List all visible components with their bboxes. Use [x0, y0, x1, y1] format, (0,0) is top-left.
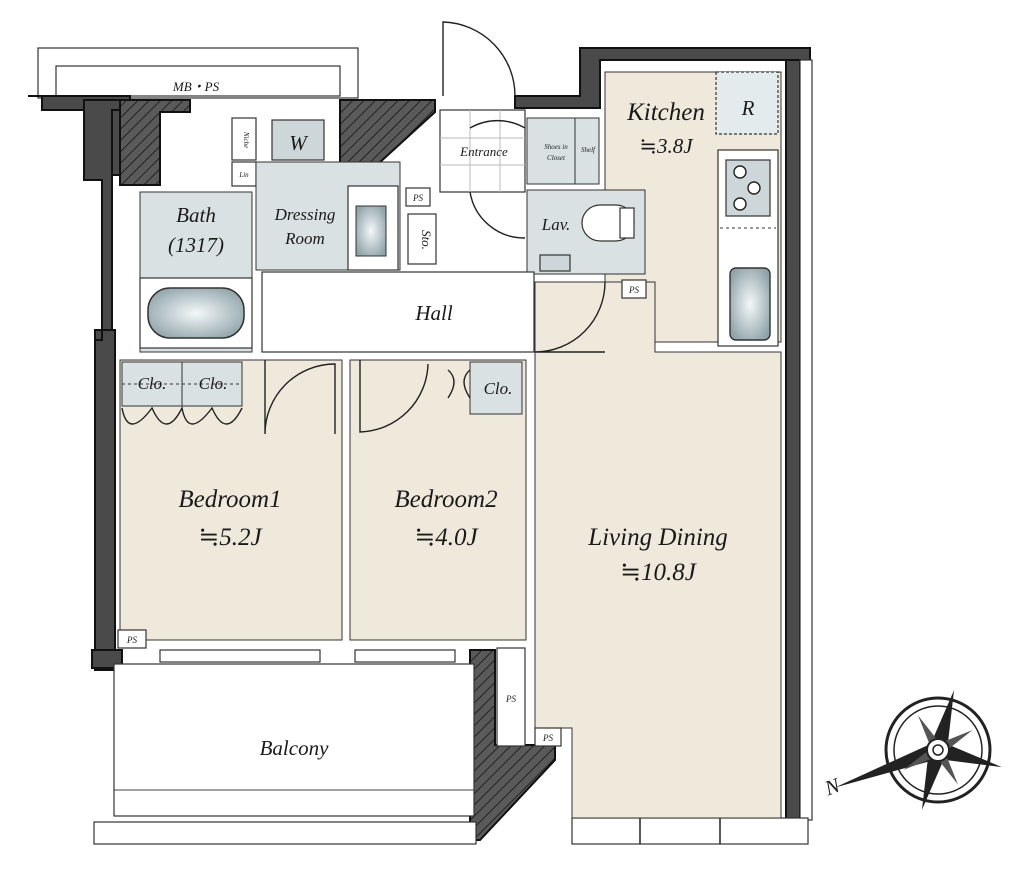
living-dining-label: Living Dining: [587, 524, 728, 551]
hall-label: Hall: [414, 301, 453, 325]
closet-folding-doors: [121, 405, 243, 425]
washer-label: W: [289, 131, 309, 155]
washer: [271, 119, 325, 161]
bedroom1-door[interactable]: [264, 360, 336, 435]
shoes-closet: [526, 117, 600, 185]
hall-floor: [261, 271, 535, 353]
closet-label-2: Clo.: [484, 379, 513, 398]
ps-label-ld: PS: [628, 285, 639, 295]
bedroom1-label: Bedroom1: [178, 486, 281, 513]
kitchen-label: Kitchen: [626, 99, 705, 126]
burner-icon: [733, 165, 761, 211]
bedroom2-area: ≒4.0J: [414, 524, 479, 551]
mb-ps-label: MB・PS: [172, 79, 220, 94]
storage-label: Sto.: [419, 230, 434, 250]
niche-label: Niche: [242, 131, 250, 148]
lavatory-label: Lav.: [541, 215, 571, 234]
ps-label-bedroom1: PS: [126, 635, 137, 645]
bedroom1-area: ≒5.2J: [198, 524, 263, 551]
living-door: [534, 281, 606, 353]
bedroom2-label: Bedroom2: [394, 486, 497, 513]
ps-label-hall: PS: [412, 193, 423, 203]
ps-label-balcony: PS: [505, 694, 516, 704]
shelf-label: Shelf: [581, 146, 596, 154]
linen-closet: [231, 161, 257, 187]
niche: [231, 117, 257, 161]
bedroom1-floor: [119, 359, 343, 641]
balcony-label: Balcony: [260, 736, 329, 760]
shoes-closet-label-1: Shoes in: [544, 143, 568, 151]
compass-rose-icon: [834, 690, 1002, 810]
dressing-room-label-1: Dressing: [274, 205, 336, 224]
linen-label: Lin: [238, 171, 249, 179]
closet-label-1a: Clo.: [138, 374, 167, 393]
balcony-floor: [113, 663, 475, 817]
bedroom2-closet: [469, 361, 523, 415]
storage: [407, 213, 437, 265]
bath-label: Bath: [176, 203, 216, 227]
bathtub-icon: [147, 287, 245, 339]
shoes-closet-label-2: Closet: [547, 154, 566, 162]
entrance-door[interactable]: [442, 21, 516, 97]
entrance-floor: [439, 109, 526, 193]
closet-label-1b: Clo.: [199, 374, 228, 393]
vanity-sink: [355, 205, 387, 257]
entrance-label: Entrance: [459, 144, 508, 159]
kitchen-sink: [729, 267, 771, 341]
ps-label-ld-bottom: PS: [542, 733, 553, 743]
bedroom2-door[interactable]: [359, 360, 429, 433]
bath-size: (1317): [168, 233, 224, 257]
compass-north-label: N: [821, 773, 844, 801]
dressing-room-label-2: Room: [284, 229, 325, 248]
lav-sink: [539, 254, 571, 272]
refrigerator-label: R: [741, 96, 755, 120]
living-dining-area: ≒10.8J: [620, 559, 698, 586]
refrigerator: [715, 71, 779, 135]
kitchen-area: ≒3.8J: [639, 134, 694, 158]
